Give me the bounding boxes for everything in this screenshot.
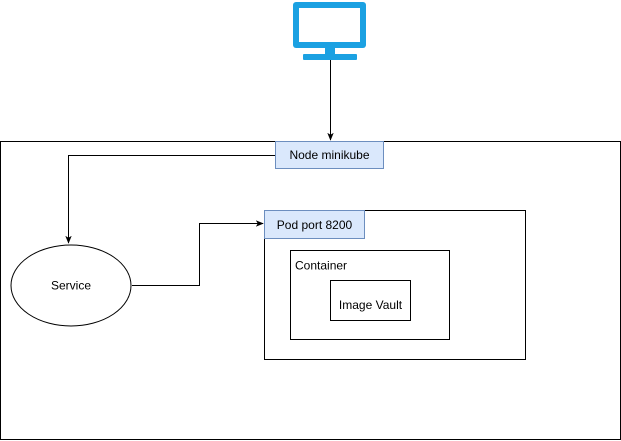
pod-label: Pod port 8200: [264, 210, 365, 239]
node-minikube-label-text: Node minikube: [289, 148, 369, 162]
pod-label-text: Pod port 8200: [277, 218, 353, 232]
monitor-icon: [293, 2, 366, 60]
node-minikube-label: Node minikube: [275, 141, 384, 169]
service-node: Service: [10, 244, 132, 327]
service-label: Service: [51, 279, 91, 293]
node-to-service-arrow: [65, 155, 275, 244]
container-label: Container: [295, 259, 347, 273]
image-vault-box: Image Vault: [330, 280, 411, 321]
service-to-pod-arrow: [132, 220, 264, 286]
image-vault-label: Image Vault: [339, 298, 403, 312]
